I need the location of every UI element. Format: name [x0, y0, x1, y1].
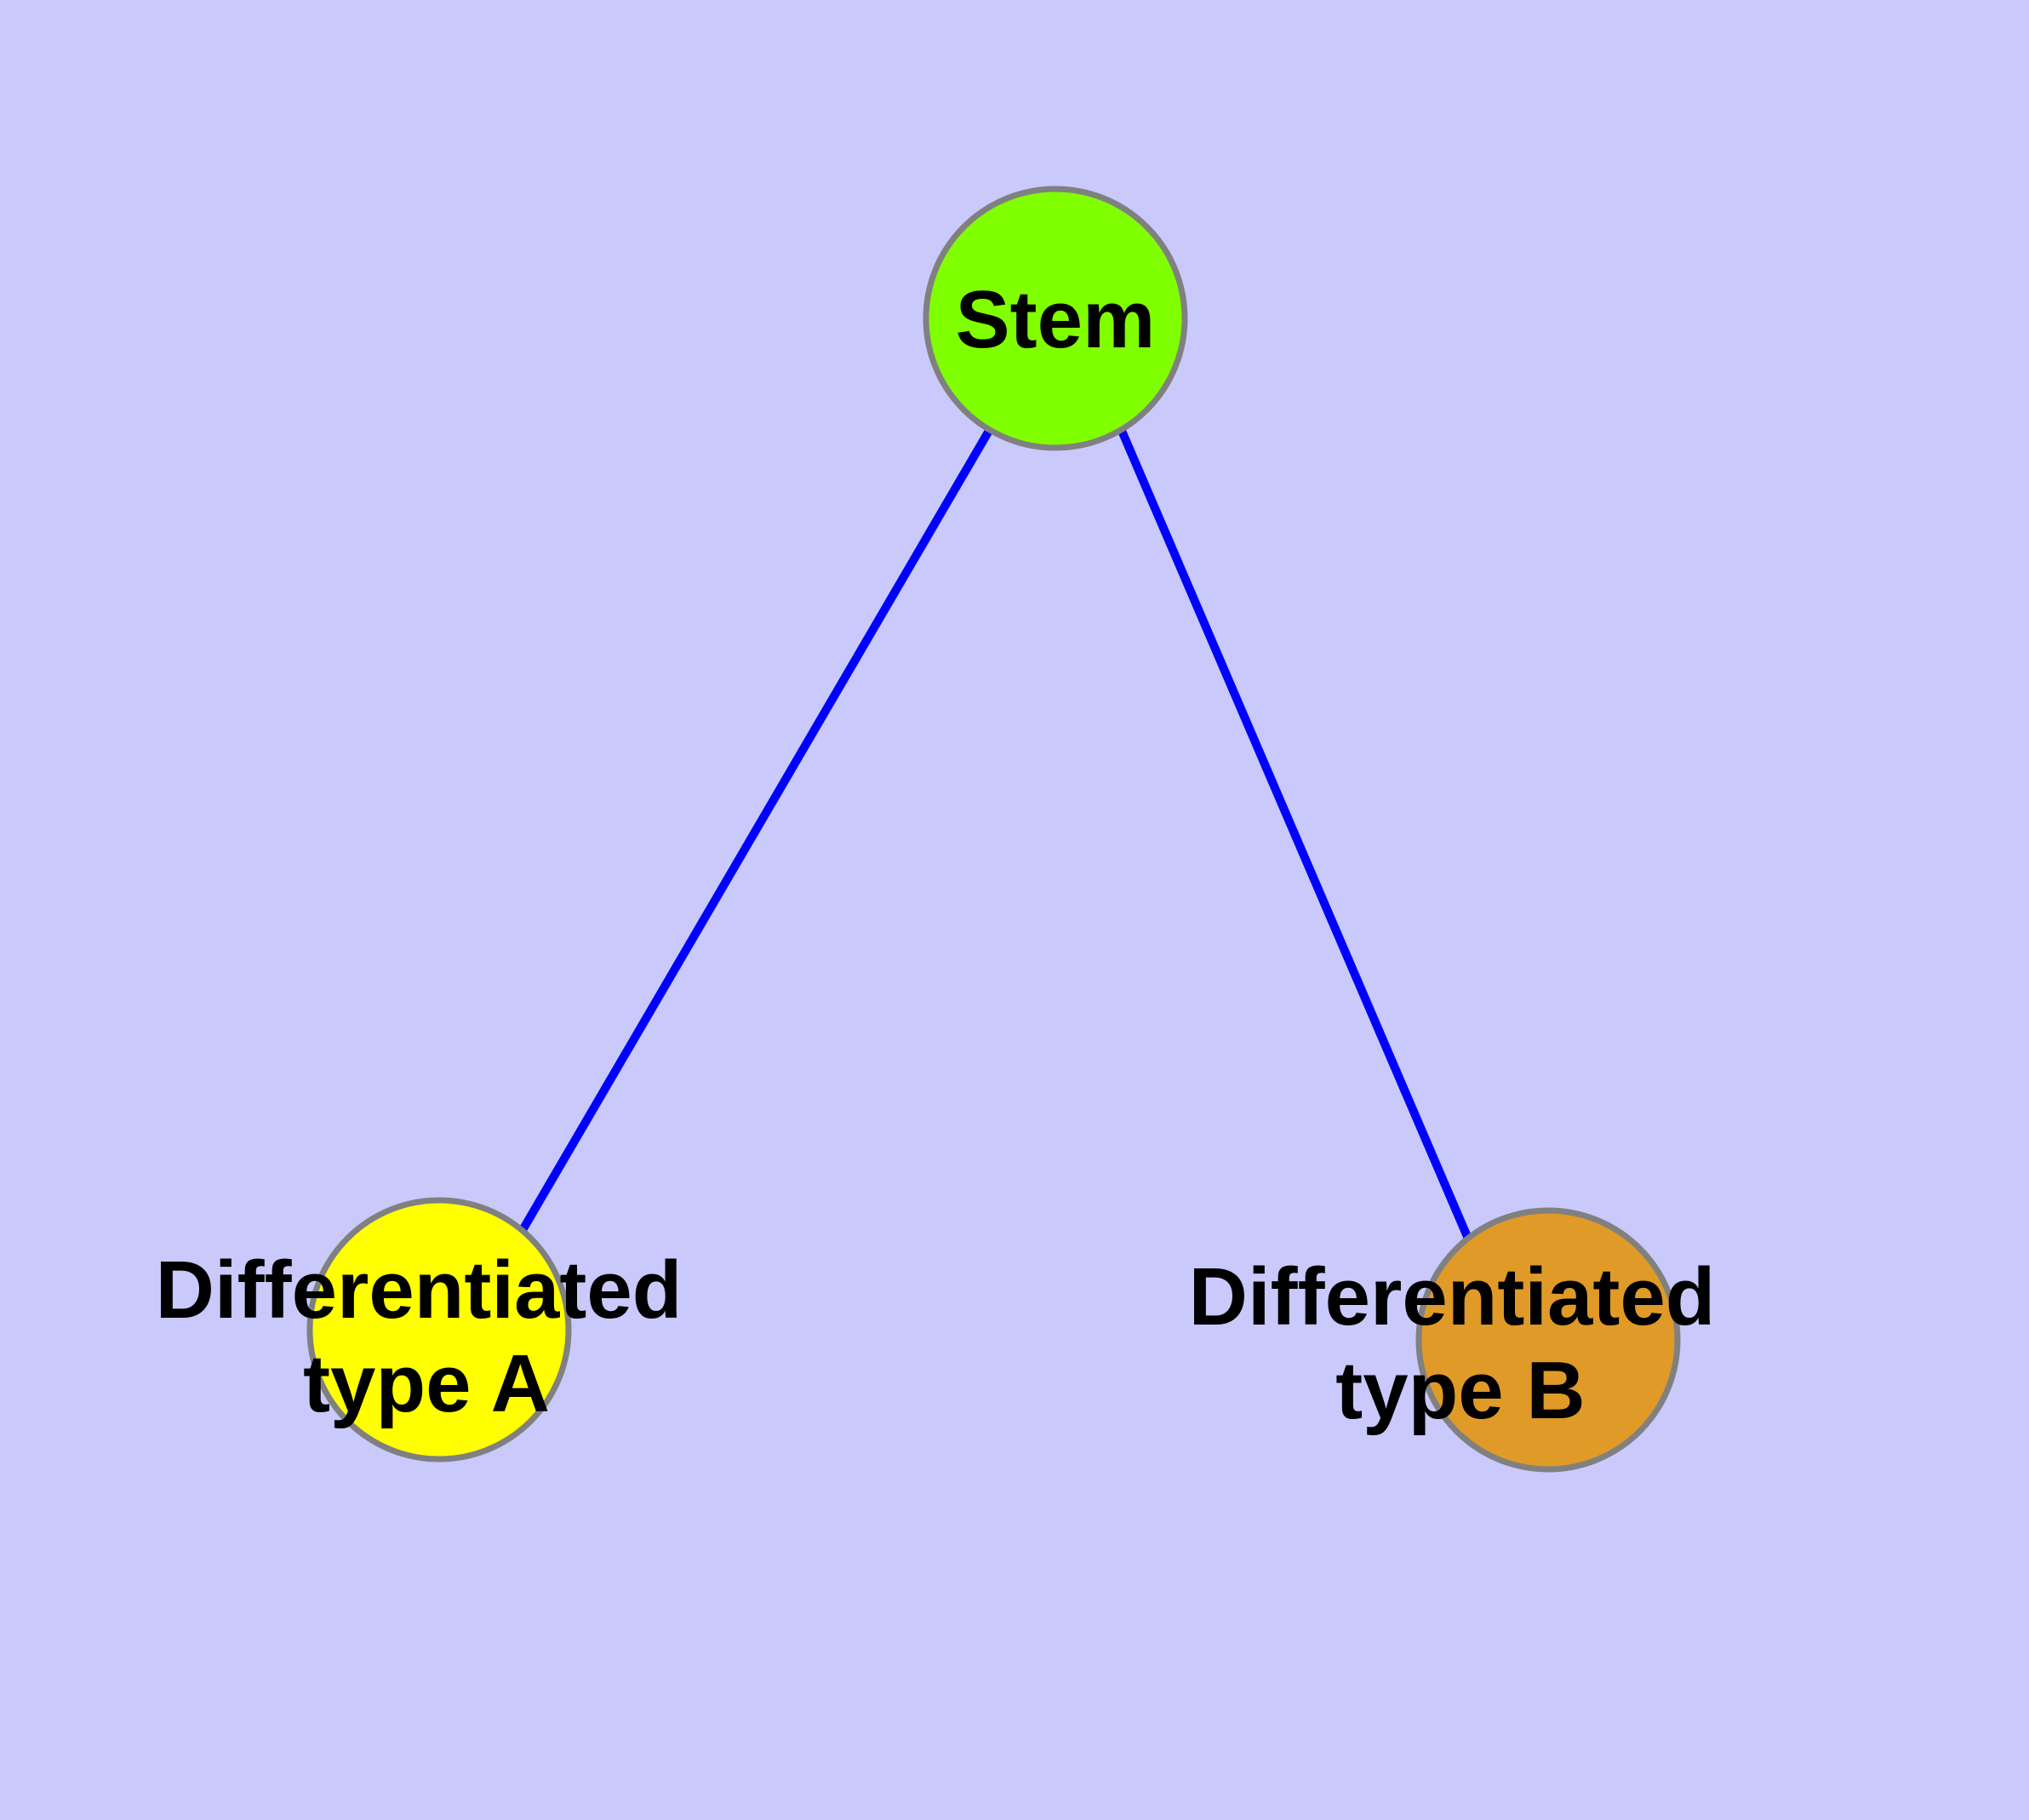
node-differentiated-type-b[interactable]: [1415, 1207, 1681, 1473]
node-differentiated-type-a-label-line1: Differentiated: [156, 1245, 683, 1336]
node-differentiated-type-b-label-line2: type B: [1335, 1345, 1585, 1436]
edge-stem-to-differentiated-b[interactable]: [1117, 429, 1472, 1240]
edge-stem-to-differentiated-a[interactable]: [518, 428, 993, 1233]
node-differentiated-type-b-label-line1: Differentiated: [1189, 1251, 1716, 1342]
edge-layer: [518, 428, 1472, 1240]
node-stem[interactable]: Stem: [923, 186, 1188, 451]
label-layer: Differentiated type A Differentiated typ…: [156, 1245, 1716, 1436]
node-stem-circle[interactable]: [923, 186, 1188, 451]
node-layer: Stem: [306, 186, 1681, 1473]
node-differentiated-type-b-circle[interactable]: [1415, 1207, 1681, 1473]
node-differentiated-type-a-label-line2: type A: [303, 1338, 550, 1429]
node-differentiated-type-a-circle[interactable]: [306, 1197, 572, 1462]
node-stem-label: Stem: [956, 274, 1156, 365]
node-differentiated-type-a[interactable]: [306, 1197, 572, 1462]
